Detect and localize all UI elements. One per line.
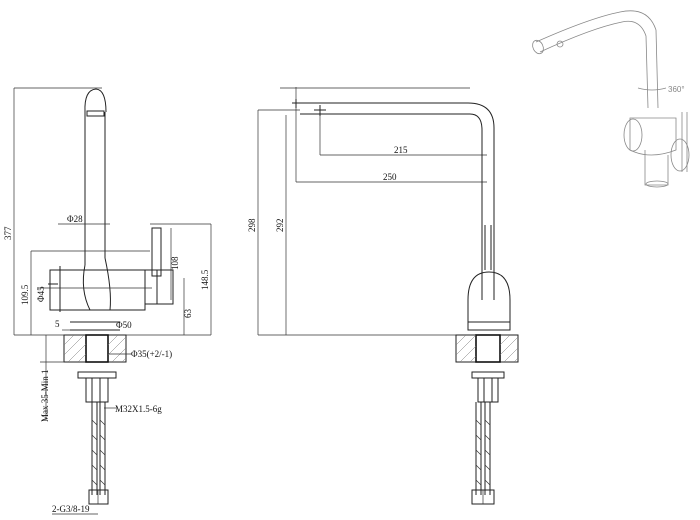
dim-hole-diameter: Φ35(+2/-1) — [131, 349, 172, 359]
side-view: 298 292 250 215 — [247, 87, 519, 505]
dim-thread: M32X1.5-6g — [115, 404, 162, 414]
dim-handle-108: 108 — [170, 256, 180, 270]
hose-braid — [91, 419, 106, 486]
dim-298: 298 — [247, 218, 257, 232]
dim-292: 292 — [275, 219, 285, 233]
dim-63: 63 — [183, 309, 193, 319]
dim-tube-diameter: Φ28 — [67, 214, 83, 224]
dim-377: 377 — [3, 226, 13, 240]
side-counter-hatch — [455, 334, 519, 363]
dim-base-diameter: Φ50 — [116, 320, 132, 330]
dim-5: 5 — [55, 319, 60, 329]
counter-hatch — [63, 334, 127, 363]
dim-109-5: 109.5 — [20, 284, 30, 305]
dim-body-diameter: Φ45 — [36, 286, 46, 302]
dim-148-5: 148.5 — [200, 269, 210, 290]
dim-max-thickness: Max 35-Min 1 — [40, 370, 50, 423]
front-view: 377 Φ28 109.5 148.5 108 Φ45 63 5 — [3, 87, 212, 515]
iso-view: 360° — [532, 10, 690, 188]
dim-215: 215 — [394, 145, 408, 155]
dim-hose-connector: 2-G3/8-19 — [52, 504, 90, 514]
side-hose-braid — [475, 419, 491, 486]
dim-250: 250 — [383, 172, 397, 182]
rotation-label: 360° — [668, 85, 685, 94]
